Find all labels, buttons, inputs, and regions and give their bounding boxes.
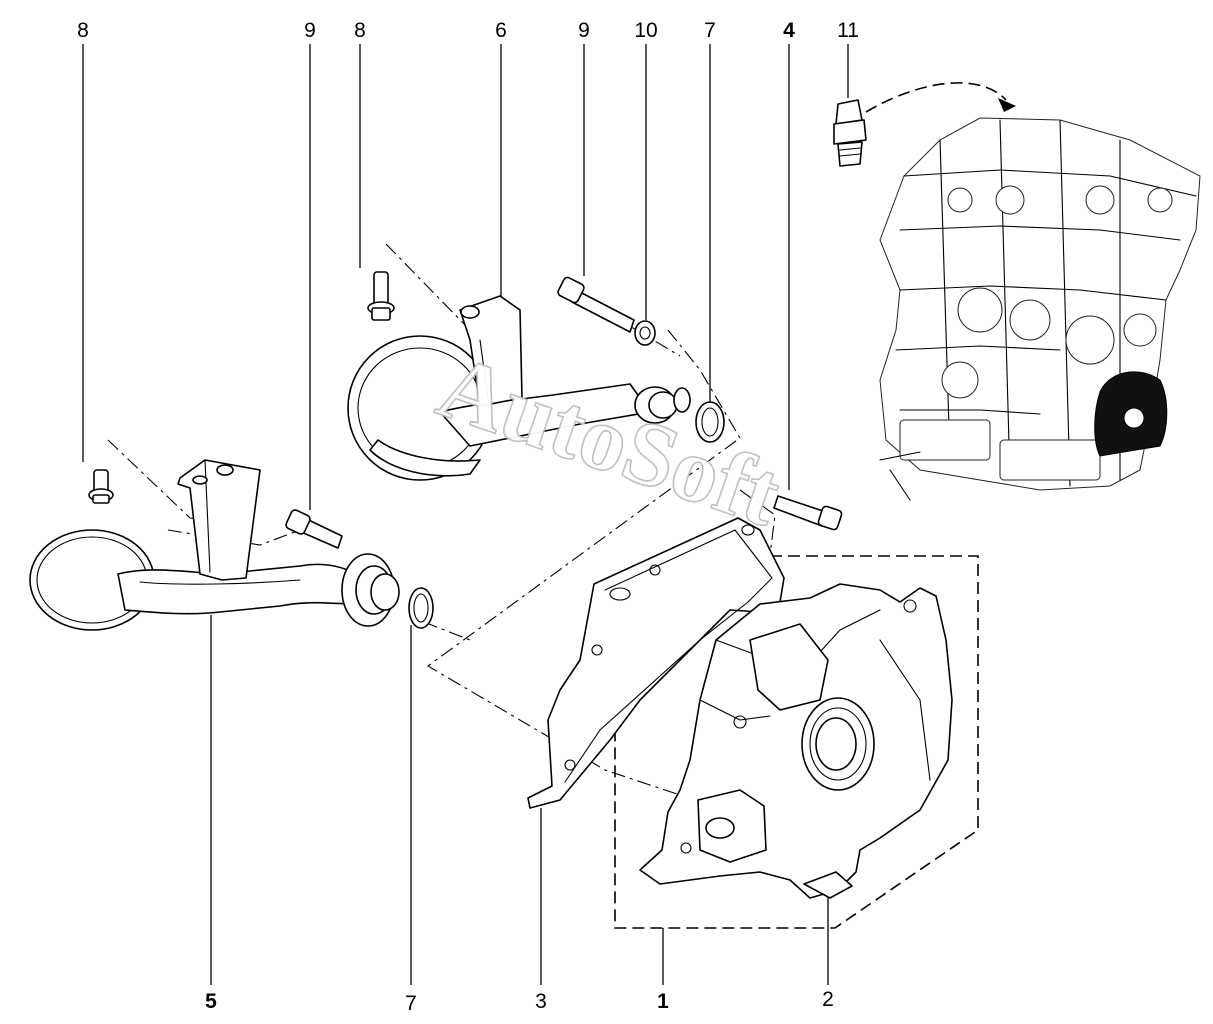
oil-pickup-upper [347,295,691,481]
sensor-location-arrow [865,82,1007,113]
callout-10: 10 [634,19,657,42]
callout-6: 6 [495,19,507,42]
oil-pickup-left [29,459,400,631]
callout-2: 2 [822,988,834,1011]
callout-1: 1 [657,990,669,1013]
housing-assembly-box [614,555,979,929]
o-ring-upper [695,401,725,443]
callout-5: 5 [205,990,217,1013]
oil-pump-housing [639,583,953,899]
bolt-mid-left [285,509,343,549]
callouts-top: 8 9 8 6 9 10 7 4 11 [77,19,859,42]
callout-11: 11 [837,19,859,42]
callout-3: 3 [535,990,547,1013]
callout-9-right: 9 [578,19,590,42]
callout-7-bottom: 7 [405,992,417,1015]
bolt-left [88,469,114,504]
callout-4: 4 [783,19,795,42]
watermark: AutoSoft [427,334,794,545]
sensor [833,99,867,167]
bolt-right [773,495,843,531]
bolt-upper-right [557,276,635,333]
callout-7-top: 7 [704,19,716,42]
engine-block [879,117,1201,501]
washer [634,320,656,346]
callout-9-left: 9 [304,19,316,42]
arrow-head [998,98,1016,112]
callout-8-mid: 8 [354,19,366,42]
bolt-upper [367,271,395,321]
gasket [527,517,785,809]
callout-8-left: 8 [77,19,89,42]
callouts-bottom: 5 7 3 1 2 [205,988,834,1015]
o-ring-lower [408,587,434,629]
